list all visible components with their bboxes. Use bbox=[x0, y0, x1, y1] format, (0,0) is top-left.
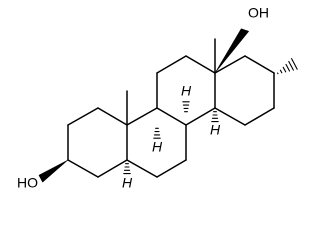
ring-a bbox=[67, 107, 128, 178]
h-label-c9: H bbox=[152, 139, 163, 155]
h-label-c8: H bbox=[181, 83, 192, 99]
hashed-bond-methyl bbox=[277, 58, 298, 75]
wedge-bond-ho-left bbox=[38, 159, 69, 183]
hashed-bond-h-c8 bbox=[182, 101, 190, 113]
ring-d bbox=[214, 55, 275, 126]
ho-label-left: HO bbox=[17, 175, 38, 191]
oh-label-top: OH bbox=[248, 5, 269, 21]
wedge-bond-oh-top bbox=[214, 28, 250, 74]
h-label-c5: H bbox=[122, 175, 133, 191]
hashed-bond-h-c9 bbox=[153, 127, 161, 139]
chemical-structure: OH HO H H H H bbox=[17, 5, 298, 191]
hashed-bond-h-c5 bbox=[123, 163, 131, 175]
h-label-c14: H bbox=[210, 122, 221, 138]
hashed-bond-h-c14 bbox=[211, 111, 219, 123]
ring-c bbox=[156, 55, 216, 126]
ring-b bbox=[126, 107, 187, 178]
